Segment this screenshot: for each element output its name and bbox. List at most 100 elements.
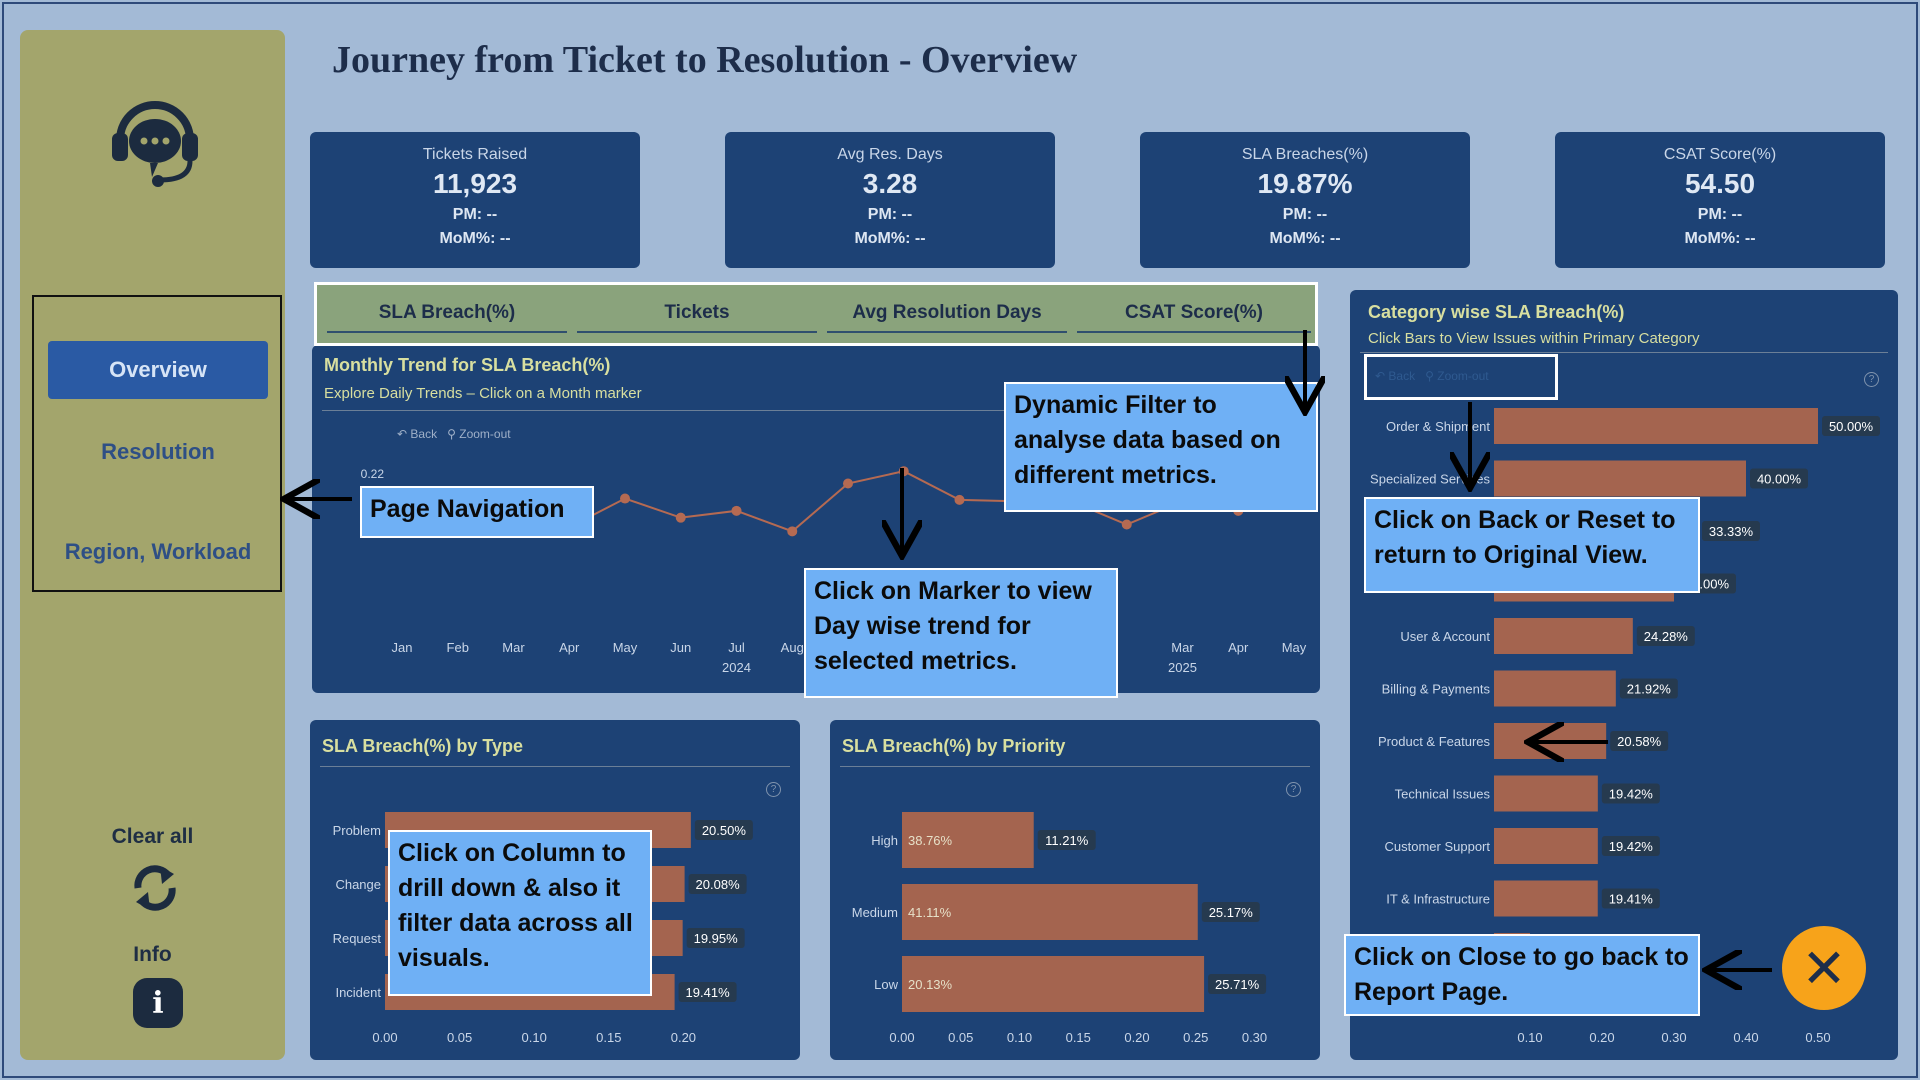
- data-label-bg: [694, 820, 753, 840]
- trend-marker[interactable]: [731, 505, 742, 516]
- back-icon[interactable]: ↶: [397, 427, 408, 441]
- callout-page-navigation: Page Navigation: [360, 486, 594, 538]
- share-label: 41.11%: [908, 905, 952, 920]
- x-tick-label: 0.25: [1183, 1030, 1208, 1045]
- data-label-bg: [1701, 521, 1760, 541]
- kpi-csat-score: CSAT Score(%) 54.50 PM: -- MoM%: --: [1555, 132, 1885, 268]
- zoom-out-icon[interactable]: ⚲: [447, 427, 456, 441]
- x-tick-label: 0.40: [1733, 1030, 1758, 1045]
- category-label: Billing & Payments: [1382, 682, 1491, 697]
- kpi-mom: MoM%: --: [439, 230, 511, 247]
- bar[interactable]: [1494, 670, 1616, 707]
- y-tick-label: 0.22: [361, 467, 385, 481]
- tab-sla-breach[interactable]: SLA Breach(%): [327, 295, 567, 333]
- trend-subtitle: Explore Daily Trends – Click on a Month …: [324, 385, 642, 402]
- kpi-pm: PM: --: [452, 206, 498, 223]
- nav-overview[interactable]: Overview: [48, 341, 268, 399]
- category-subtitle: Click Bars to View Issues within Primary…: [1368, 330, 1700, 347]
- data-label: 19.42%: [1609, 839, 1654, 854]
- data-label: 24.28%: [1644, 629, 1689, 644]
- type-title: SLA Breach(%) by Type: [322, 736, 524, 756]
- nav-resolution[interactable]: Resolution: [101, 439, 215, 464]
- x-tick-label: 0.50: [1805, 1030, 1830, 1045]
- refresh-icon[interactable]: [130, 860, 180, 916]
- category-label: IT & Infrastructure: [1386, 892, 1490, 907]
- kpi-pm: PM: --: [867, 206, 913, 223]
- category-label: Change: [335, 877, 381, 892]
- help-icon[interactable]: ?: [766, 782, 781, 797]
- x-tick-label: Apr: [559, 640, 580, 655]
- x-tick-label: 0.00: [372, 1030, 397, 1045]
- bar[interactable]: [902, 812, 1034, 868]
- data-label-bg: [1822, 416, 1880, 436]
- trend-marker[interactable]: [787, 526, 798, 537]
- x-tick-label: Jan: [392, 640, 413, 655]
- bar[interactable]: [902, 884, 1198, 940]
- trend-marker[interactable]: [954, 494, 965, 505]
- bar[interactable]: [1494, 460, 1746, 497]
- callout-marker: Click on Marker to view Day wise trend f…: [804, 568, 1118, 698]
- data-label: 25.17%: [1209, 905, 1254, 920]
- divider: [1360, 352, 1888, 353]
- category-zoom-button[interactable]: Zoom-out: [1437, 369, 1489, 383]
- callout-close: Click on Close to go back to Report Page…: [1344, 934, 1700, 1016]
- bar[interactable]: [1494, 880, 1598, 917]
- kpi-label: Avg Res. Days: [837, 146, 943, 163]
- share-label: 20.13%: [908, 977, 953, 992]
- tab-csat-score[interactable]: CSAT Score(%): [1077, 295, 1311, 333]
- data-label: 25.71%: [1215, 977, 1260, 992]
- trend-marker[interactable]: [620, 493, 630, 504]
- data-label-bg: [1610, 731, 1669, 751]
- callout-drill-down: Click on Column to drill down & also it …: [388, 830, 652, 996]
- trend-zoom-button[interactable]: Zoom-out: [459, 427, 511, 441]
- category-label: Technical Issues: [1395, 787, 1491, 802]
- help-icon[interactable]: ?: [1286, 782, 1301, 797]
- category-back-button[interactable]: Back: [1388, 369, 1416, 383]
- bar[interactable]: [1494, 775, 1598, 812]
- x-tick-label: 0.05: [447, 1030, 472, 1045]
- x-tick-label: May: [1282, 640, 1307, 655]
- data-label-bg: [1601, 836, 1660, 856]
- share-label: 38.76%: [908, 833, 953, 848]
- category-label: Problem: [333, 823, 381, 838]
- trend-marker[interactable]: [1121, 519, 1132, 530]
- trend-marker[interactable]: [843, 478, 853, 489]
- x-tick-label: 0.15: [596, 1030, 621, 1045]
- kpi-tickets-raised: Tickets Raised 11,923 PM: -- MoM%: --: [310, 132, 640, 268]
- category-label: High: [871, 833, 898, 848]
- close-button[interactable]: ✕: [1782, 926, 1866, 1010]
- bar[interactable]: [1494, 828, 1598, 864]
- trend-back-button[interactable]: Back: [410, 427, 438, 441]
- tab-avg-resolution-days[interactable]: Avg Resolution Days: [827, 295, 1067, 333]
- page-title: Journey from Ticket to Resolution - Over…: [332, 39, 1078, 81]
- data-label-bg: [1636, 626, 1695, 646]
- year-label: 2025: [1168, 660, 1197, 675]
- kpi-label: CSAT Score(%): [1663, 146, 1777, 163]
- x-tick-label: 0.10: [1517, 1030, 1542, 1045]
- kpi-pm: PM: --: [1282, 206, 1328, 223]
- back-icon[interactable]: ↶: [1375, 369, 1386, 383]
- x-tick-label: 0.20: [1589, 1030, 1614, 1045]
- x-tick-label: Feb: [447, 640, 469, 655]
- category-label: Request: [333, 931, 382, 946]
- priority-title: SLA Breach(%) by Priority: [842, 736, 1066, 756]
- trend-marker[interactable]: [675, 512, 686, 523]
- x-tick-label: May: [613, 640, 638, 655]
- data-label: 33.33%: [1709, 524, 1754, 539]
- trend-title: Monthly Trend for SLA Breach(%): [324, 355, 611, 375]
- divider: [840, 766, 1310, 767]
- zoom-out-icon[interactable]: ⚲: [1425, 369, 1434, 383]
- help-icon[interactable]: ?: [1864, 372, 1879, 387]
- info-icon[interactable]: i: [133, 978, 183, 1028]
- kpi-sla-breaches: SLA Breaches(%) 19.87% PM: -- MoM%: --: [1140, 132, 1470, 268]
- page-navigation: Overview Resolution Region, Workload: [32, 295, 282, 592]
- bar[interactable]: [902, 956, 1205, 1012]
- tab-tickets[interactable]: Tickets: [577, 295, 817, 333]
- bar[interactable]: [1494, 408, 1818, 444]
- kpi-label: SLA Breaches(%): [1241, 146, 1369, 163]
- nav-region-workload[interactable]: Region, Workload: [64, 539, 252, 564]
- bar[interactable]: [1494, 618, 1633, 654]
